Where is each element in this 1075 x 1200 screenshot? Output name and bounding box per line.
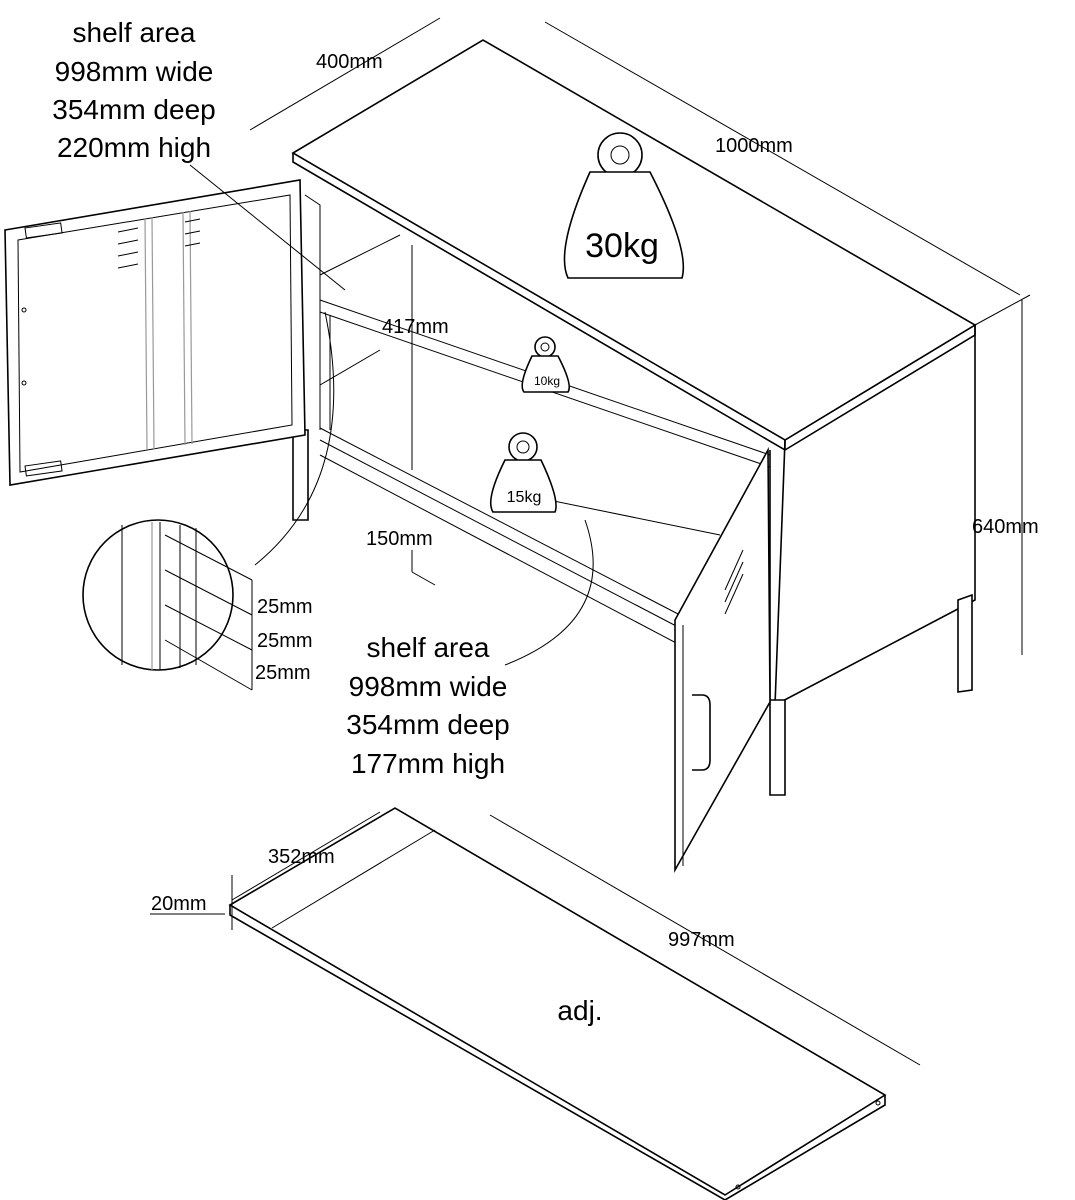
weight-icon-30kg — [563, 132, 685, 279]
bottom-shelf-height: 177mm high — [351, 748, 505, 779]
adjustable-shelf — [228, 807, 887, 1200]
dim-overall-height: 640mm — [972, 516, 1039, 538]
cabinet-body — [292, 194, 976, 796]
dim-shelf-depth: 352mm — [268, 846, 335, 868]
dim-shelf-width: 997mm — [668, 929, 735, 951]
top-shelf-depth: 354mm deep — [52, 94, 215, 125]
weight-icon-10kg — [521, 336, 571, 393]
right-door — [674, 446, 771, 874]
dim-slot-3: 25mm — [255, 662, 311, 684]
bottom-shelf-depth: 354mm deep — [346, 709, 509, 740]
slot-detail — [82, 519, 253, 691]
dim-slot-1: 25mm — [257, 596, 313, 618]
load-top-label: 30kg — [585, 227, 659, 265]
load-bottom-label: 15kg — [507, 489, 542, 506]
dim-inner-height: 417mm — [382, 316, 449, 338]
left-door — [4, 179, 306, 486]
dim-width-top: 1000mm — [715, 135, 793, 157]
weight-icon-15kg — [489, 432, 557, 513]
dim-slot-2: 25mm — [257, 630, 313, 652]
dimension-lines — [150, 17, 1031, 1066]
top-shelf-height: 220mm high — [57, 132, 211, 163]
load-shelf-label: 10kg — [534, 374, 560, 388]
dim-shelf-thickness: 20mm — [151, 893, 207, 915]
dim-base-height: 150mm — [366, 528, 433, 550]
adjustable-label: adj. — [557, 995, 602, 1026]
dim-depth-top: 400mm — [316, 51, 383, 73]
top-shelf-width: 998mm wide — [55, 56, 214, 87]
bottom-shelf-width: 998mm wide — [349, 671, 508, 702]
top-shelf-title: shelf area — [73, 17, 196, 48]
bottom-shelf-title: shelf area — [367, 632, 490, 663]
